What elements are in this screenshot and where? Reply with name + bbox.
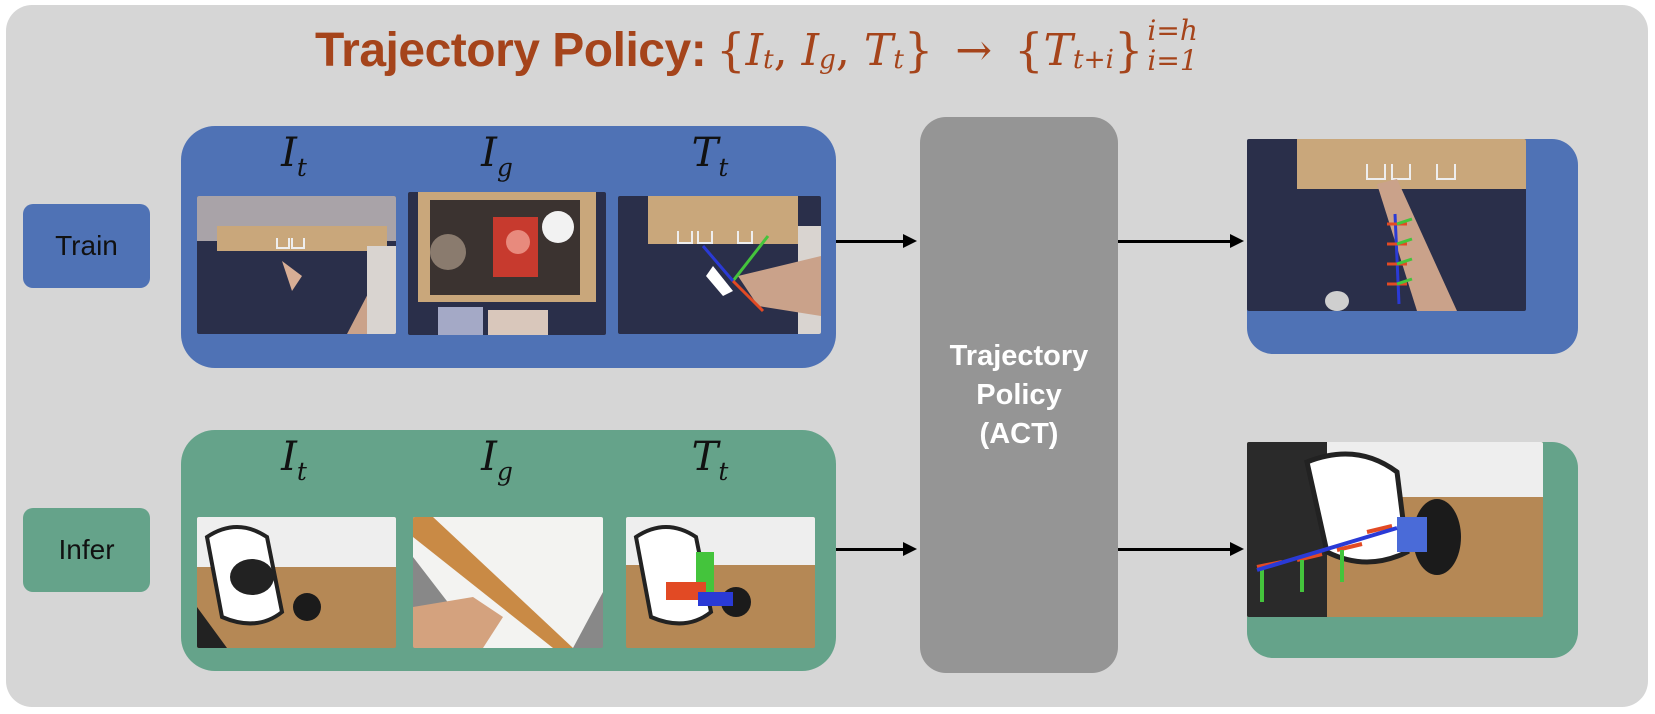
- infer-output-trajectory-image: [1247, 442, 1543, 617]
- train-input-group: It Ig Tt: [181, 126, 836, 368]
- train-current-image: [197, 196, 396, 334]
- infer-pose-image: [626, 517, 815, 648]
- infer-current-image: [197, 517, 396, 648]
- infer-goal-image: [413, 517, 603, 648]
- policy-line-3: (ACT): [979, 417, 1059, 450]
- title-text: Trajectory Policy:: [315, 23, 707, 77]
- infer-label-Tt: Tt: [691, 434, 729, 486]
- infer-input-group: It Ig Tt: [181, 430, 836, 671]
- policy-line-1: Trajectory: [949, 339, 1089, 372]
- infer-label-Ig: Ig: [481, 434, 513, 486]
- arrow-train-to-policy: [836, 234, 917, 248]
- infer-row-label: Infer: [23, 508, 150, 592]
- policy-line-2: Policy: [976, 378, 1062, 411]
- train-goal-image: [408, 192, 606, 335]
- title-limits: i=h i=1: [1147, 14, 1198, 77]
- train-label-It: It: [281, 130, 307, 182]
- train-output-trajectory-image: [1247, 139, 1526, 311]
- train-row-label: Train: [23, 204, 150, 288]
- train-label-Tt: Tt: [691, 130, 729, 182]
- arrow-policy-to-infer-output: [1118, 542, 1244, 556]
- infer-label-It: It: [281, 434, 307, 486]
- trajectory-policy-block: Trajectory Policy (ACT): [920, 117, 1118, 673]
- arrow-infer-to-policy: [836, 542, 917, 556]
- arrow-policy-to-train-output: [1118, 234, 1244, 248]
- train-pose-image: [618, 196, 821, 334]
- train-label-Ig: Ig: [481, 130, 513, 182]
- title-arrow: →: [955, 24, 993, 76]
